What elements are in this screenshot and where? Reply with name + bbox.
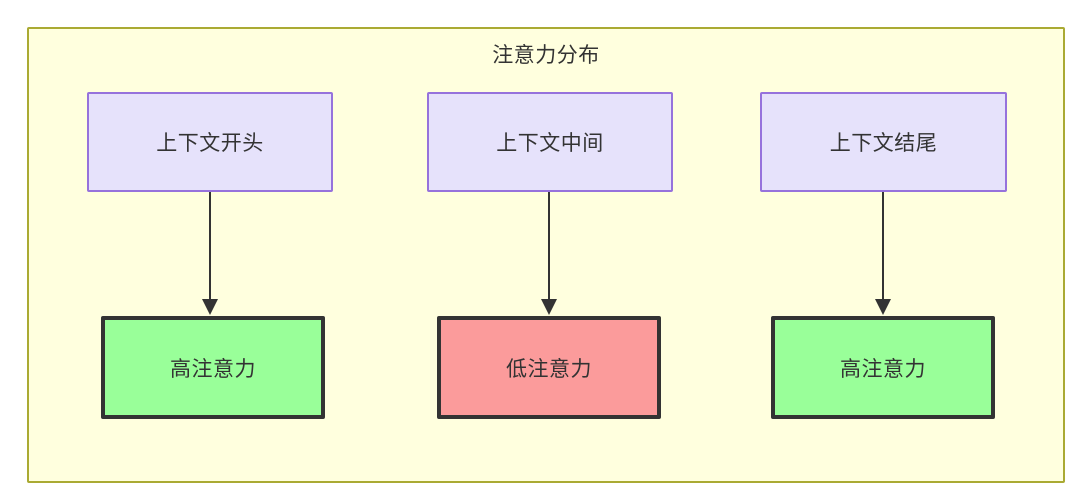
node-context-start[interactable]: 上下文开头 [87, 92, 333, 192]
node-label: 高注意力 [170, 357, 256, 381]
node-context-middle[interactable]: 上下文中间 [427, 92, 673, 192]
node-label: 高注意力 [840, 357, 926, 381]
node-label: 上下文开头 [156, 132, 264, 155]
node-attention-start[interactable]: 高注意力 [101, 316, 325, 419]
subgraph-title: 注意力分布 [492, 44, 600, 67]
node-attention-middle[interactable]: 低注意力 [437, 316, 661, 419]
node-label: 上下文结尾 [829, 132, 938, 155]
node-label: 上下文中间 [496, 132, 604, 155]
node-label: 低注意力 [506, 357, 592, 381]
node-attention-end[interactable]: 高注意力 [771, 316, 995, 419]
node-context-end[interactable]: 上下文结尾 [760, 92, 1007, 192]
